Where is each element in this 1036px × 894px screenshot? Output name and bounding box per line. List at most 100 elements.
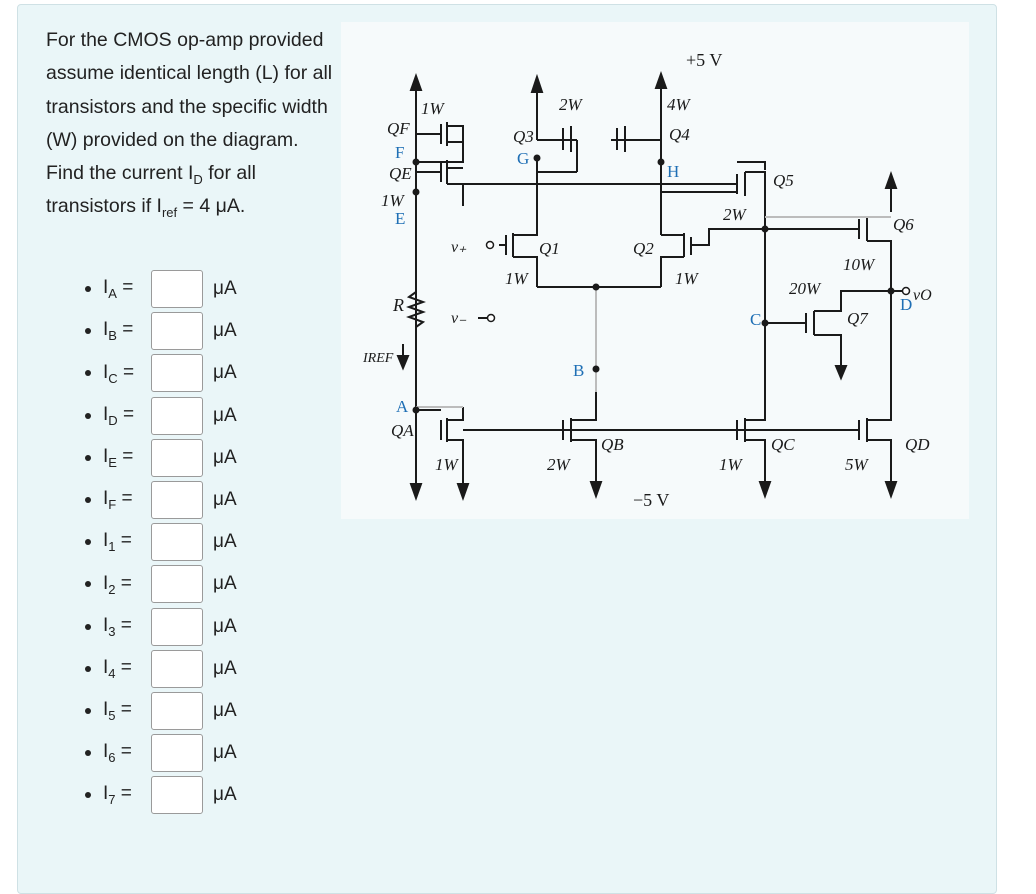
answer-label: I1 = bbox=[103, 530, 132, 555]
answer-input-ib[interactable] bbox=[151, 312, 203, 351]
node-a: A bbox=[396, 397, 409, 416]
node-f: F bbox=[395, 143, 404, 162]
qc-label: QC bbox=[771, 435, 795, 454]
unit-label: μA bbox=[213, 573, 237, 595]
bullet bbox=[85, 497, 91, 504]
node-e: E bbox=[395, 209, 405, 228]
answer-input-i2[interactable] bbox=[151, 565, 203, 604]
bullet bbox=[85, 623, 91, 630]
question-text: For the CMOS op-amp provided assume iden… bbox=[46, 29, 333, 221]
vplus-label: v₊ bbox=[451, 239, 467, 256]
cmos-opamp-diagram: +5 V −5 V 1W QF F QE 1W E 2W Q3 G 4W Q4 … bbox=[341, 22, 969, 519]
q3-width: 2W bbox=[559, 95, 584, 114]
bullet bbox=[85, 454, 91, 461]
answer-input-i6[interactable] bbox=[151, 734, 203, 773]
bullet bbox=[85, 412, 91, 419]
q7-width: 20W bbox=[789, 279, 822, 298]
answer-label: I4 = bbox=[103, 656, 132, 681]
answer-label: IF = bbox=[103, 488, 133, 512]
q2-label: Q2 bbox=[633, 239, 654, 258]
answer-list: IA = μA IB =μA IC = μA ID = μA IE = μA IF = μ… bbox=[85, 268, 237, 816]
answer-label: I7 = bbox=[103, 783, 132, 808]
answer-row-ib: IB =μA bbox=[85, 310, 237, 352]
resistor-label: R bbox=[392, 295, 404, 315]
unit-label: μA bbox=[213, 531, 237, 553]
answer-label: IC = bbox=[103, 361, 135, 386]
qd-width: 5W bbox=[845, 455, 870, 474]
qd-label: QD bbox=[905, 435, 930, 454]
unit-label: μA bbox=[213, 742, 237, 764]
bullet bbox=[85, 750, 91, 757]
answer-label: IE = bbox=[103, 445, 134, 470]
q5-width: 2W bbox=[723, 205, 748, 224]
unit-label: μA bbox=[213, 615, 237, 637]
unit-label: μA bbox=[213, 278, 237, 300]
answer-row-ic: IC = μA bbox=[85, 352, 237, 394]
qa-label: QA bbox=[391, 421, 414, 440]
answer-row-i1: I1 = μA bbox=[85, 521, 237, 563]
node-h: H bbox=[667, 162, 679, 181]
vdd-label: +5 V bbox=[686, 50, 722, 70]
q7-label: Q7 bbox=[847, 309, 869, 328]
answer-row-ia: IA = μA bbox=[85, 268, 237, 310]
q1-width: 1W bbox=[505, 269, 530, 288]
q4-label: Q4 bbox=[669, 125, 690, 144]
q5-label: Q5 bbox=[773, 171, 794, 190]
answer-row-i3: I3 = μA bbox=[85, 606, 237, 648]
answer-label: I6 = bbox=[103, 741, 132, 766]
answer-row-i2: I2 = μA bbox=[85, 563, 237, 605]
bullet bbox=[85, 328, 91, 335]
answer-input-i4[interactable] bbox=[151, 649, 203, 688]
unit-label: μA bbox=[213, 404, 237, 426]
vminus-label: v₋ bbox=[451, 310, 467, 327]
node-b: B bbox=[573, 361, 584, 380]
answer-input-id[interactable] bbox=[151, 396, 203, 435]
vo-label: vO bbox=[913, 287, 932, 304]
answer-input-ia[interactable] bbox=[151, 270, 203, 309]
bullet bbox=[85, 707, 91, 714]
answer-input-i1[interactable] bbox=[151, 523, 203, 562]
answer-row-i4: I4 = μA bbox=[85, 648, 237, 690]
answer-input-ie[interactable] bbox=[151, 438, 203, 477]
unit-label: μA bbox=[213, 489, 237, 511]
circuit-schematic: +5 V −5 V 1W QF F QE 1W E 2W Q3 G 4W Q4 … bbox=[362, 50, 932, 510]
qb-label: QB bbox=[601, 435, 624, 454]
qb-width: 2W bbox=[547, 455, 572, 474]
answer-label: I3 = bbox=[103, 614, 132, 639]
unit-label: μA bbox=[213, 362, 237, 384]
bullet bbox=[85, 792, 91, 799]
unit-label: μA bbox=[213, 699, 237, 721]
answer-input-ic[interactable] bbox=[151, 354, 203, 393]
answer-label: ID = bbox=[103, 403, 135, 428]
qc-width: 1W bbox=[719, 455, 744, 474]
answer-input-i7[interactable] bbox=[151, 776, 203, 815]
qf-label: QF bbox=[387, 119, 410, 138]
unit-label: μA bbox=[213, 784, 237, 806]
node-g: G bbox=[517, 149, 529, 168]
answer-input-i5[interactable] bbox=[151, 691, 203, 730]
unit-label: μA bbox=[213, 657, 237, 679]
qe-width: 1W bbox=[381, 191, 406, 210]
bullet bbox=[85, 665, 91, 672]
q2-width: 1W bbox=[675, 269, 700, 288]
q6-width: 10W bbox=[843, 255, 876, 274]
bullet bbox=[85, 539, 91, 546]
unit-label: μA bbox=[213, 320, 237, 342]
qf-width: 1W bbox=[421, 99, 446, 118]
qa-width: 1W bbox=[435, 455, 460, 474]
bullet bbox=[85, 370, 91, 377]
vss-label: −5 V bbox=[633, 490, 669, 510]
unit-label: μA bbox=[213, 446, 237, 468]
answer-row-if: IF = μA bbox=[85, 479, 237, 521]
answer-label: I5 = bbox=[103, 699, 132, 723]
bullet bbox=[85, 581, 91, 588]
answer-label: I2 = bbox=[103, 572, 132, 597]
answer-row-id: ID = μA bbox=[85, 395, 237, 437]
answer-label: IA = bbox=[103, 277, 134, 301]
answer-row-i6: I6 = μA bbox=[85, 732, 237, 774]
answer-input-if[interactable] bbox=[151, 481, 203, 520]
q1-label: Q1 bbox=[539, 239, 560, 258]
q3-label: Q3 bbox=[513, 127, 534, 146]
bullet bbox=[85, 286, 91, 293]
answer-input-i3[interactable] bbox=[151, 607, 203, 646]
